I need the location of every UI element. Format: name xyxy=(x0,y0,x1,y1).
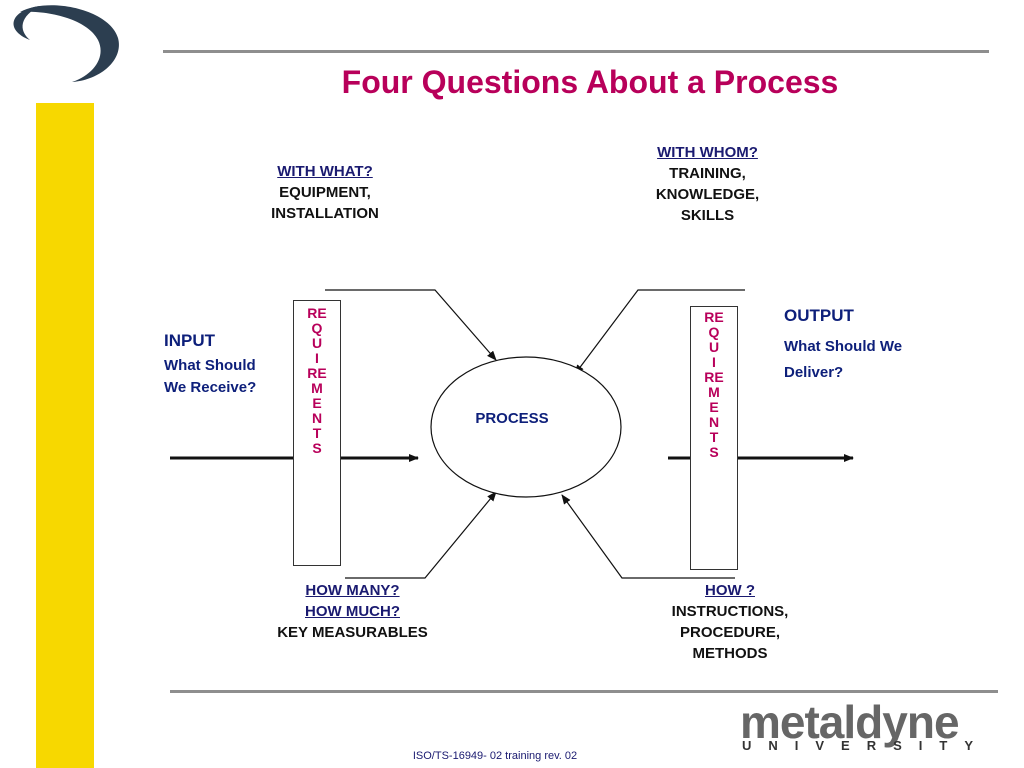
requirements-letter: RE xyxy=(307,365,327,381)
requirements-letter: S xyxy=(312,440,322,456)
how-many-heading: HOW MANY? xyxy=(305,582,400,599)
output-title: OUTPUT xyxy=(784,306,854,325)
output-requirements-text: RE Q U I RE M E N T S xyxy=(690,310,738,460)
requirements-letter: RE xyxy=(704,309,724,325)
how-many-label: HOW MANY? HOW MUCH? KEY MEASURABLES xyxy=(245,580,460,643)
with-whom-label: WITH WHOM? TRAINING, KNOWLEDGE, SKILLS xyxy=(600,142,815,226)
how-much-heading: HOW MUCH? xyxy=(305,603,400,620)
output-line: Deliver? xyxy=(784,364,844,381)
input-line: What Should xyxy=(164,357,256,374)
output-line: What Should We xyxy=(784,338,903,355)
how-heading: HOW ? xyxy=(705,582,755,599)
requirements-letter: I xyxy=(712,354,716,370)
bottom-divider xyxy=(170,690,998,693)
with-what-label: WITH WHAT? EQUIPMENT, INSTALLATION xyxy=(220,161,430,224)
how-many-line: KEY MEASURABLES xyxy=(277,624,428,641)
how-many-arrow xyxy=(345,491,497,579)
input-requirements-box xyxy=(293,300,341,566)
requirements-letter: E xyxy=(709,399,719,415)
with-whom-line: SKILLS xyxy=(680,207,735,224)
footer-text: ISO/TS-16949- 02 training rev. 02 xyxy=(412,750,578,762)
requirements-letter: RE xyxy=(704,369,724,385)
swoosh-logo-icon xyxy=(13,5,119,82)
process-ellipse xyxy=(430,356,622,498)
with-whom-line: KNOWLEDGE, xyxy=(655,186,760,203)
requirements-letter: Q xyxy=(311,320,323,336)
yellow-accent-bar xyxy=(36,103,94,768)
output-requirements-box xyxy=(690,306,738,570)
with-whom-arrow xyxy=(574,289,745,375)
requirements-letter: U xyxy=(708,339,720,355)
requirements-letter: M xyxy=(311,380,323,396)
requirements-letter: N xyxy=(311,410,323,426)
requirements-letter: M xyxy=(708,384,720,400)
input-title: INPUT xyxy=(164,331,215,350)
requirements-letter: T xyxy=(312,425,322,441)
how-line: PROCEDURE, xyxy=(679,624,780,641)
input-block: INPUT What Should We Receive? xyxy=(164,331,284,399)
with-whom-line: TRAINING, xyxy=(669,165,746,182)
how-line: METHODS xyxy=(692,645,768,662)
requirements-letter: Q xyxy=(708,324,720,340)
requirements-letter: T xyxy=(709,429,719,445)
top-divider xyxy=(163,50,989,53)
input-requirements-text: RE Q U I RE M E N T S xyxy=(293,306,341,456)
how-line: INSTRUCTIONS, xyxy=(671,603,789,620)
with-what-heading: WITH WHAT? xyxy=(277,163,373,180)
with-what-line: EQUIPMENT, xyxy=(279,184,371,201)
requirements-letter: I xyxy=(315,350,319,366)
with-what-line: INSTALLATION xyxy=(271,205,379,222)
requirements-letter: N xyxy=(708,414,720,430)
how-arrow xyxy=(561,494,735,579)
process-label: PROCESS xyxy=(475,410,549,427)
page-title: Four Questions About a Process xyxy=(341,64,839,100)
with-what-arrow xyxy=(325,289,497,361)
requirements-letter: S xyxy=(709,444,719,460)
output-block: OUTPUT What Should We Deliver? xyxy=(784,306,954,386)
requirements-letter: E xyxy=(312,395,322,411)
metaldyne-logo: metaldyne xyxy=(740,696,960,748)
how-label: HOW ? INSTRUCTIONS, PROCEDURE, METHODS xyxy=(625,580,835,664)
requirements-letter: U xyxy=(311,335,323,351)
input-line: We Receive? xyxy=(164,379,257,396)
metaldyne-logo-sub: UNIVERSITY xyxy=(742,738,991,753)
with-whom-heading: WITH WHOM? xyxy=(657,144,758,161)
requirements-letter: RE xyxy=(307,305,327,321)
